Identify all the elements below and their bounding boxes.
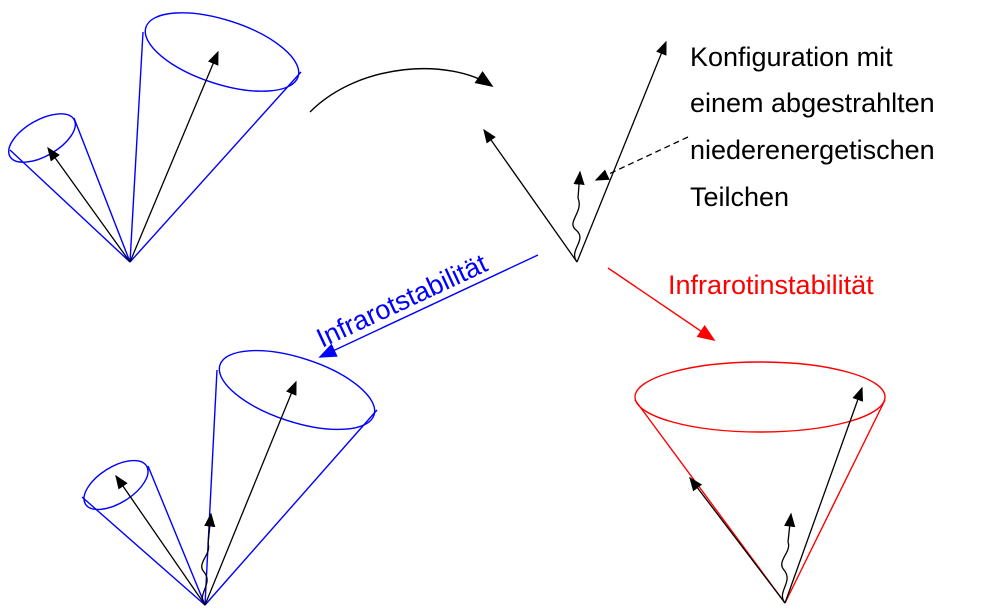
top-left-two-jet-configuration bbox=[8, 12, 302, 263]
large-jet-momentum-arrow bbox=[129, 50, 219, 263]
annotation-pointer-dashed bbox=[594, 136, 689, 181]
unstable-soft-gluon-arrow bbox=[784, 512, 796, 543]
stable-soft-gluon-arrow bbox=[204, 512, 216, 545]
configuration-annotation: Konfiguration mit einem abgestrahlten ni… bbox=[690, 42, 935, 212]
stable-small-jet-cone bbox=[81, 459, 206, 606]
small-jet-momentum-arrow bbox=[47, 146, 131, 263]
infrared-instability-arrow bbox=[607, 267, 716, 342]
large-jet-cone bbox=[129, 12, 302, 263]
soft-emission-configuration bbox=[483, 40, 689, 263]
infrared-stability-label: Infrarotstabilität bbox=[312, 248, 492, 353]
soft-gluon-arrow bbox=[573, 170, 585, 199]
unstable-right-parton-arrow bbox=[784, 386, 864, 604]
unstable-soft-gluon-wiggle bbox=[781, 541, 790, 604]
annotation-line-1: Konfiguration mit bbox=[690, 42, 893, 72]
parton-momentum-arrow-right bbox=[576, 40, 667, 263]
bottom-right-unstable-configuration bbox=[634, 361, 886, 604]
unstable-left-parton-arrow bbox=[689, 476, 786, 604]
stable-small-jet-arrow bbox=[115, 474, 206, 606]
unstable-merged-jet-cone bbox=[634, 361, 886, 604]
parton-momentum-arrow-left bbox=[483, 128, 578, 263]
stable-large-jet-cone bbox=[204, 349, 378, 606]
annotation-line-3: niederenergetischen bbox=[690, 135, 935, 165]
soft-gluon-wiggle bbox=[572, 197, 581, 263]
stable-soft-gluon-wiggle bbox=[201, 543, 210, 606]
transition-curved-arrow bbox=[309, 67, 494, 113]
annotation-line-2: einem abgestrahlten bbox=[690, 88, 935, 118]
bottom-left-stable-configuration bbox=[81, 349, 378, 606]
small-jet-cone bbox=[8, 113, 131, 263]
annotation-line-4: Teilchen bbox=[690, 182, 789, 212]
infrared-instability-label: Infrarotinstabilität bbox=[668, 270, 874, 300]
infrared-stability-arrow bbox=[318, 254, 539, 358]
stable-large-jet-arrow bbox=[204, 380, 297, 606]
